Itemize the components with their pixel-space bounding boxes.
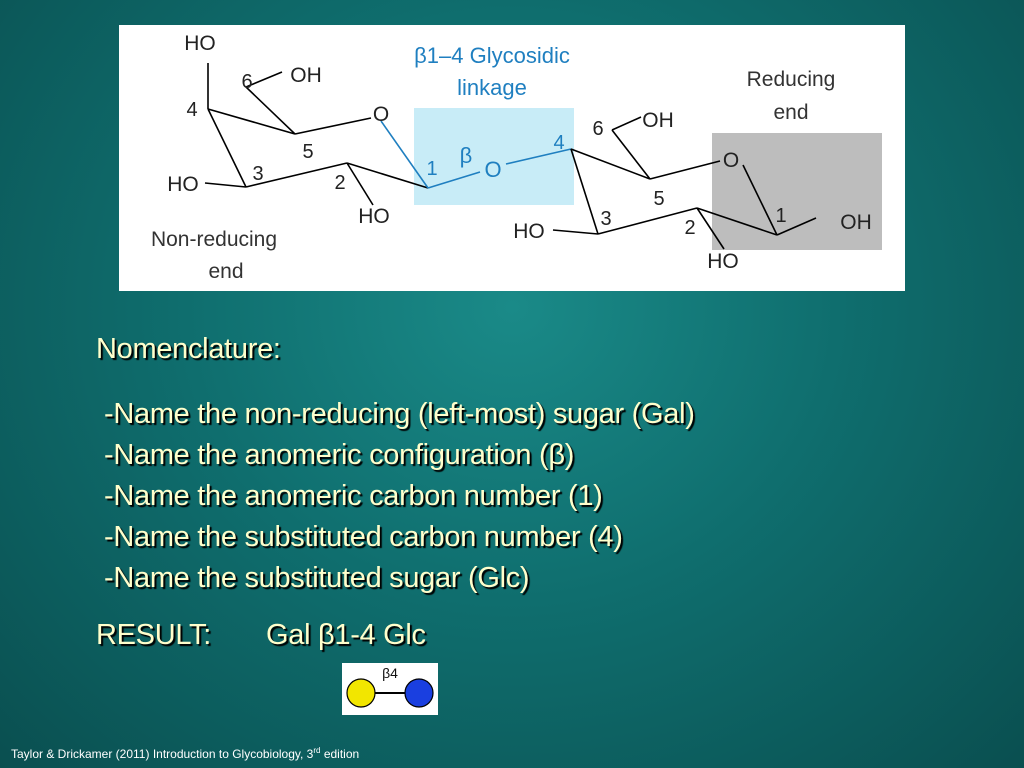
right-c3-number: 3 bbox=[600, 208, 611, 230]
left-c5-number: 5 bbox=[302, 141, 313, 163]
result-line: RESULT: Gal β1-4 Glc bbox=[96, 619, 426, 652]
left-c4-number: 4 bbox=[186, 99, 197, 121]
glycosidic-bonds bbox=[380, 120, 572, 189]
nomenclature-step: -Name the substituted carbon number (4) bbox=[104, 521, 623, 553]
citation-text: Taylor & Drickamer (2011) Introduction t… bbox=[11, 747, 314, 761]
nomenclature-heading: Nomenclature: bbox=[96, 333, 281, 365]
result-label: RESULT: bbox=[96, 619, 212, 651]
beta-label: β bbox=[460, 143, 473, 168]
reducing-end-line1: Reducing bbox=[747, 68, 836, 91]
glycan-symbol: β4 bbox=[342, 663, 438, 715]
symbol-linkage-label: β4 bbox=[382, 665, 398, 681]
right-c6-number: 6 bbox=[592, 118, 603, 140]
left-c4-ho: HO bbox=[184, 32, 216, 55]
left-c2-number: 2 bbox=[334, 172, 345, 194]
right-c1-oh: OH bbox=[840, 211, 872, 234]
right-ring-oxygen: O bbox=[723, 149, 739, 172]
left-c2-ho: HO bbox=[358, 205, 390, 228]
galactose-circle-icon bbox=[346, 678, 376, 708]
linkage-label-line2: linkage bbox=[457, 75, 527, 100]
citation-suffix: edition bbox=[320, 747, 360, 761]
right-c6-oh: OH bbox=[642, 109, 674, 132]
glycosidic-linkage-highlight bbox=[414, 108, 574, 205]
left-c6-oh: OH bbox=[290, 64, 322, 87]
non-reducing-end-line2: end bbox=[208, 260, 243, 283]
left-c6-number: 6 bbox=[241, 71, 252, 93]
linkage-label-line1: β1–4 Glycosidic bbox=[414, 43, 570, 68]
right-ring-bonds bbox=[552, 116, 817, 250]
left-ring-oxygen: O bbox=[373, 103, 389, 126]
nomenclature-step: -Name the non-reducing (left-most) sugar… bbox=[104, 398, 695, 430]
right-c2-ho: HO bbox=[707, 250, 739, 273]
right-c3-ho: HO bbox=[513, 220, 545, 243]
result-value: Gal β1-4 Glc bbox=[266, 619, 426, 651]
glucose-circle-icon bbox=[404, 678, 434, 708]
nomenclature-step: -Name the anomeric carbon number (1) bbox=[104, 480, 603, 512]
citation: Taylor & Drickamer (2011) Introduction t… bbox=[11, 746, 359, 761]
left-c3-number: 3 bbox=[252, 163, 263, 185]
reducing-end-line2: end bbox=[773, 101, 808, 124]
left-ring-bonds bbox=[204, 63, 429, 206]
citation-superscript: rd bbox=[313, 746, 321, 755]
nomenclature-step: -Name the anomeric configuration (β) bbox=[104, 439, 575, 471]
right-c2-number: 2 bbox=[684, 217, 695, 239]
right-c5-number: 5 bbox=[653, 188, 664, 210]
left-c3-ho: HO bbox=[167, 173, 199, 196]
nomenclature-steps: -Name the non-reducing (left-most) sugar… bbox=[104, 394, 695, 599]
bridging-oxygen: O bbox=[484, 157, 501, 182]
non-reducing-end-line1: Non-reducing bbox=[151, 228, 277, 251]
right-c1-number: 1 bbox=[775, 205, 786, 227]
reducing-end-highlight bbox=[712, 133, 882, 250]
disaccharide-structure-diagram: β1–4 Glycosidic linkage β O 1 4 Reducing… bbox=[119, 25, 905, 291]
structure-svg: β1–4 Glycosidic linkage β O 1 4 Reducing… bbox=[151, 32, 882, 283]
glycan-symbol-svg: β4 bbox=[346, 665, 434, 708]
nomenclature-step: -Name the substituted sugar (Glc) bbox=[104, 562, 530, 594]
right-c4-number: 4 bbox=[553, 132, 564, 154]
left-c1-number: 1 bbox=[426, 158, 437, 180]
